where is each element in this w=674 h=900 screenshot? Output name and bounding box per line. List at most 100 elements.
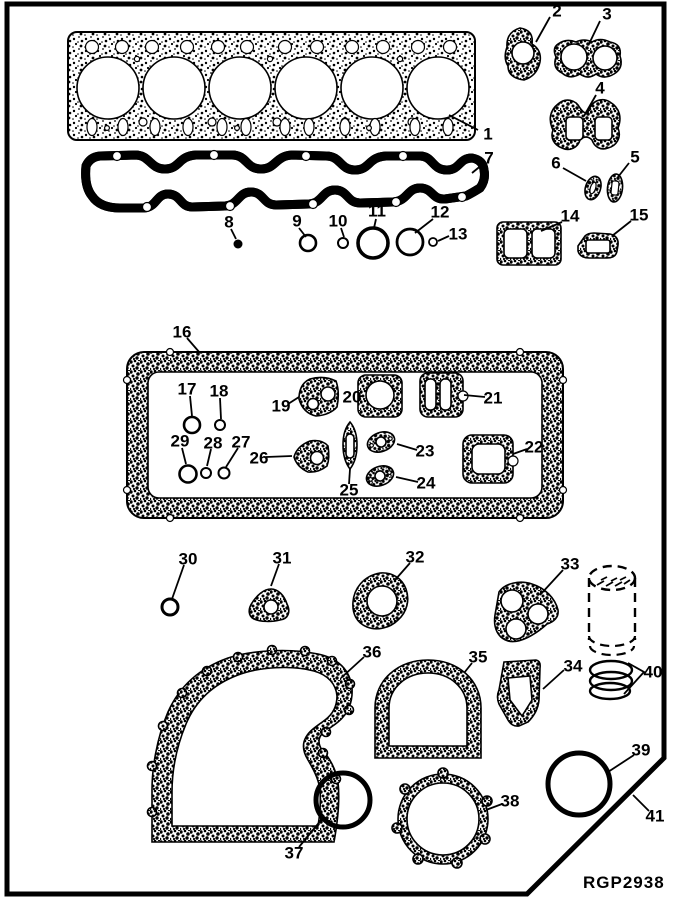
part-number-25: 25 xyxy=(340,481,359,500)
part-number-17: 17 xyxy=(178,380,197,399)
leader-line-7 xyxy=(471,163,484,174)
leader-line-37 xyxy=(298,818,323,848)
outlet-gasket xyxy=(577,232,619,259)
valve-cover-gasket xyxy=(86,149,485,213)
leader-line-29 xyxy=(181,447,187,465)
leader-line-36 xyxy=(340,656,365,679)
pan-edge-notches xyxy=(122,347,568,523)
leader-line-20 xyxy=(357,395,363,398)
leader-line-41 xyxy=(632,794,650,812)
seal-ring-27 xyxy=(217,466,231,480)
arch-gasket xyxy=(374,659,482,759)
part-number-28: 28 xyxy=(204,434,223,453)
part-number-21: 21 xyxy=(484,389,503,408)
leader-line-31 xyxy=(270,563,280,587)
o-ring-39 xyxy=(545,750,613,818)
liner-packing-rings xyxy=(588,659,634,701)
leader-line-6 xyxy=(562,167,587,182)
part-number-13: 13 xyxy=(449,225,468,244)
seal-ring-17 xyxy=(182,415,202,435)
cylinder-head-gasket xyxy=(67,31,476,141)
double-port-gasket xyxy=(553,38,622,78)
part-number-23: 23 xyxy=(416,442,435,461)
leader-line-23 xyxy=(396,443,418,451)
part-number-27: 27 xyxy=(232,433,251,452)
part-number-26: 26 xyxy=(250,449,269,468)
leader-line-19 xyxy=(287,396,300,405)
seal-ring-29 xyxy=(178,464,198,484)
square-ring-gasket xyxy=(462,434,519,484)
small-oval-gasket-23 xyxy=(366,431,396,453)
o-ring-tiny xyxy=(337,237,349,249)
leader-line-26 xyxy=(265,455,293,458)
leader-line-22 xyxy=(512,448,528,455)
part-number-18: 18 xyxy=(210,382,229,401)
part-number-38: 38 xyxy=(501,792,520,811)
part-number-22: 22 xyxy=(525,438,544,457)
seal-ring-18 xyxy=(214,419,226,431)
leader-line-35 xyxy=(463,662,473,674)
leader-line-3 xyxy=(588,20,601,45)
part-number-5: 5 xyxy=(630,148,639,167)
cover-bosses xyxy=(391,767,493,869)
leader-line-16 xyxy=(186,337,201,354)
slotted-gasket-right xyxy=(606,173,624,203)
rubber-plug xyxy=(233,239,243,249)
leader-line-9 xyxy=(298,227,307,238)
triangular-seal xyxy=(248,588,290,623)
part-number-33: 33 xyxy=(561,555,580,574)
part-number-34: 34 xyxy=(564,657,583,676)
leader-line-25 xyxy=(348,468,351,485)
part-number-32: 32 xyxy=(406,548,425,567)
leader-line-27 xyxy=(225,447,239,468)
leader-line-40 xyxy=(623,662,646,695)
part-number-20: 20 xyxy=(343,388,362,407)
part-number-14: 14 xyxy=(561,207,580,226)
pentagon-gasket xyxy=(496,659,541,727)
leader-line-8 xyxy=(230,228,237,240)
liner-bore-hatching xyxy=(596,576,631,587)
timing-cover-gasket xyxy=(146,644,356,843)
part-number-10: 10 xyxy=(329,212,348,231)
twin-port-gasket xyxy=(496,221,562,266)
part-number-6: 6 xyxy=(551,154,560,173)
part-number-31: 31 xyxy=(273,549,292,568)
o-ring-37 xyxy=(313,770,373,830)
leader-line-28 xyxy=(206,448,212,467)
bottom-oval-holes xyxy=(86,117,454,137)
leader-line-18 xyxy=(219,397,222,420)
triangular-gasket-lower xyxy=(293,439,330,473)
o-ring-mini xyxy=(428,237,438,247)
top-bolt-holes xyxy=(84,39,458,63)
twin-slot-gasket xyxy=(419,372,469,418)
leader-line-13 xyxy=(437,235,450,242)
part-number-1: 1 xyxy=(483,125,492,144)
o-ring-medium xyxy=(395,227,425,257)
figure-code: RGP2938 xyxy=(583,873,665,892)
manifold-gasket xyxy=(549,98,621,151)
leader-line-5 xyxy=(617,162,630,178)
cylinder-bores xyxy=(76,56,470,120)
part-number-39: 39 xyxy=(632,741,651,760)
leader-line-21 xyxy=(463,394,486,398)
o-ring-30 xyxy=(160,597,180,617)
part-number-15: 15 xyxy=(630,206,649,225)
part-number-41: 41 xyxy=(646,807,665,826)
part-number-19: 19 xyxy=(272,397,291,416)
o-ring-small xyxy=(298,233,318,253)
leader-line-30 xyxy=(171,564,185,600)
round-cover-gasket xyxy=(391,767,493,869)
part-number-3: 3 xyxy=(602,5,611,24)
small-oval-gasket-24 xyxy=(365,465,395,487)
part-number-8: 8 xyxy=(224,213,233,232)
leader-line-32 xyxy=(394,562,411,581)
diamond-ring-gasket xyxy=(352,572,409,630)
part-number-2: 2 xyxy=(552,2,561,21)
leader-line-14 xyxy=(540,221,563,232)
part-number-9: 9 xyxy=(292,212,301,231)
part-number-7: 7 xyxy=(484,149,493,168)
leader-line-17 xyxy=(189,395,193,417)
